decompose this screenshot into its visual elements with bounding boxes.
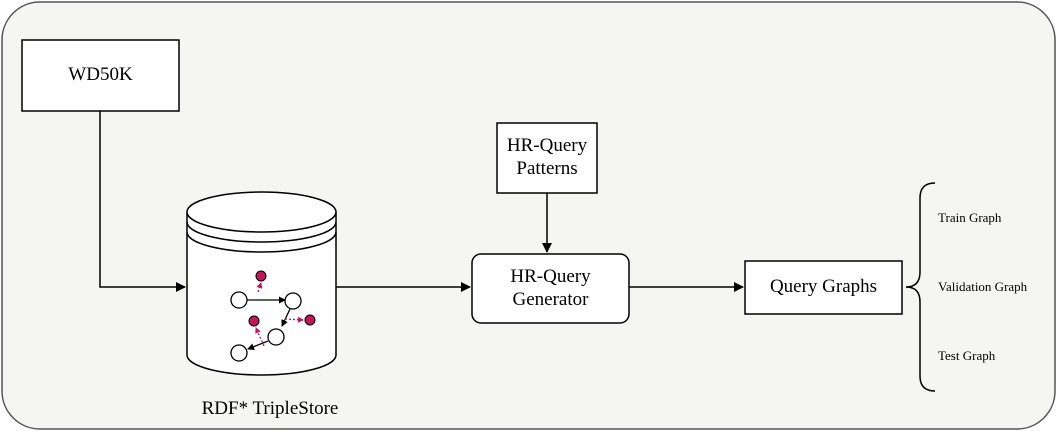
wd50k-label: WD50K xyxy=(68,64,133,86)
patterns-box xyxy=(496,122,598,194)
query-graphs-label: Query Graphs xyxy=(769,276,878,298)
output-train-graph: Train Graph xyxy=(938,210,1002,226)
generator-box xyxy=(471,253,630,324)
query-graphs-box xyxy=(744,260,903,315)
patterns-label-line2: Patterns xyxy=(516,158,578,179)
patterns-label: HR-Query Patterns xyxy=(497,123,597,193)
output-test-graph: Test Graph xyxy=(938,348,996,364)
generator-label: HR-Query Generator xyxy=(472,254,629,323)
generator-label-line1: HR-Query xyxy=(510,265,591,287)
triplestore-label: RDF* TripleStore xyxy=(201,397,339,419)
patterns-label-line1: HR-Query xyxy=(506,135,588,157)
output-brace xyxy=(905,182,936,392)
triplestore-cylinder-icon xyxy=(186,191,337,376)
edge-wd50k-to-store xyxy=(99,111,186,292)
wd50k-box xyxy=(21,39,180,112)
generator-label-line2: Generator xyxy=(512,288,589,310)
knowledge-graph-icon xyxy=(230,270,316,362)
output-validation-graph: Validation Graph xyxy=(938,279,1028,295)
